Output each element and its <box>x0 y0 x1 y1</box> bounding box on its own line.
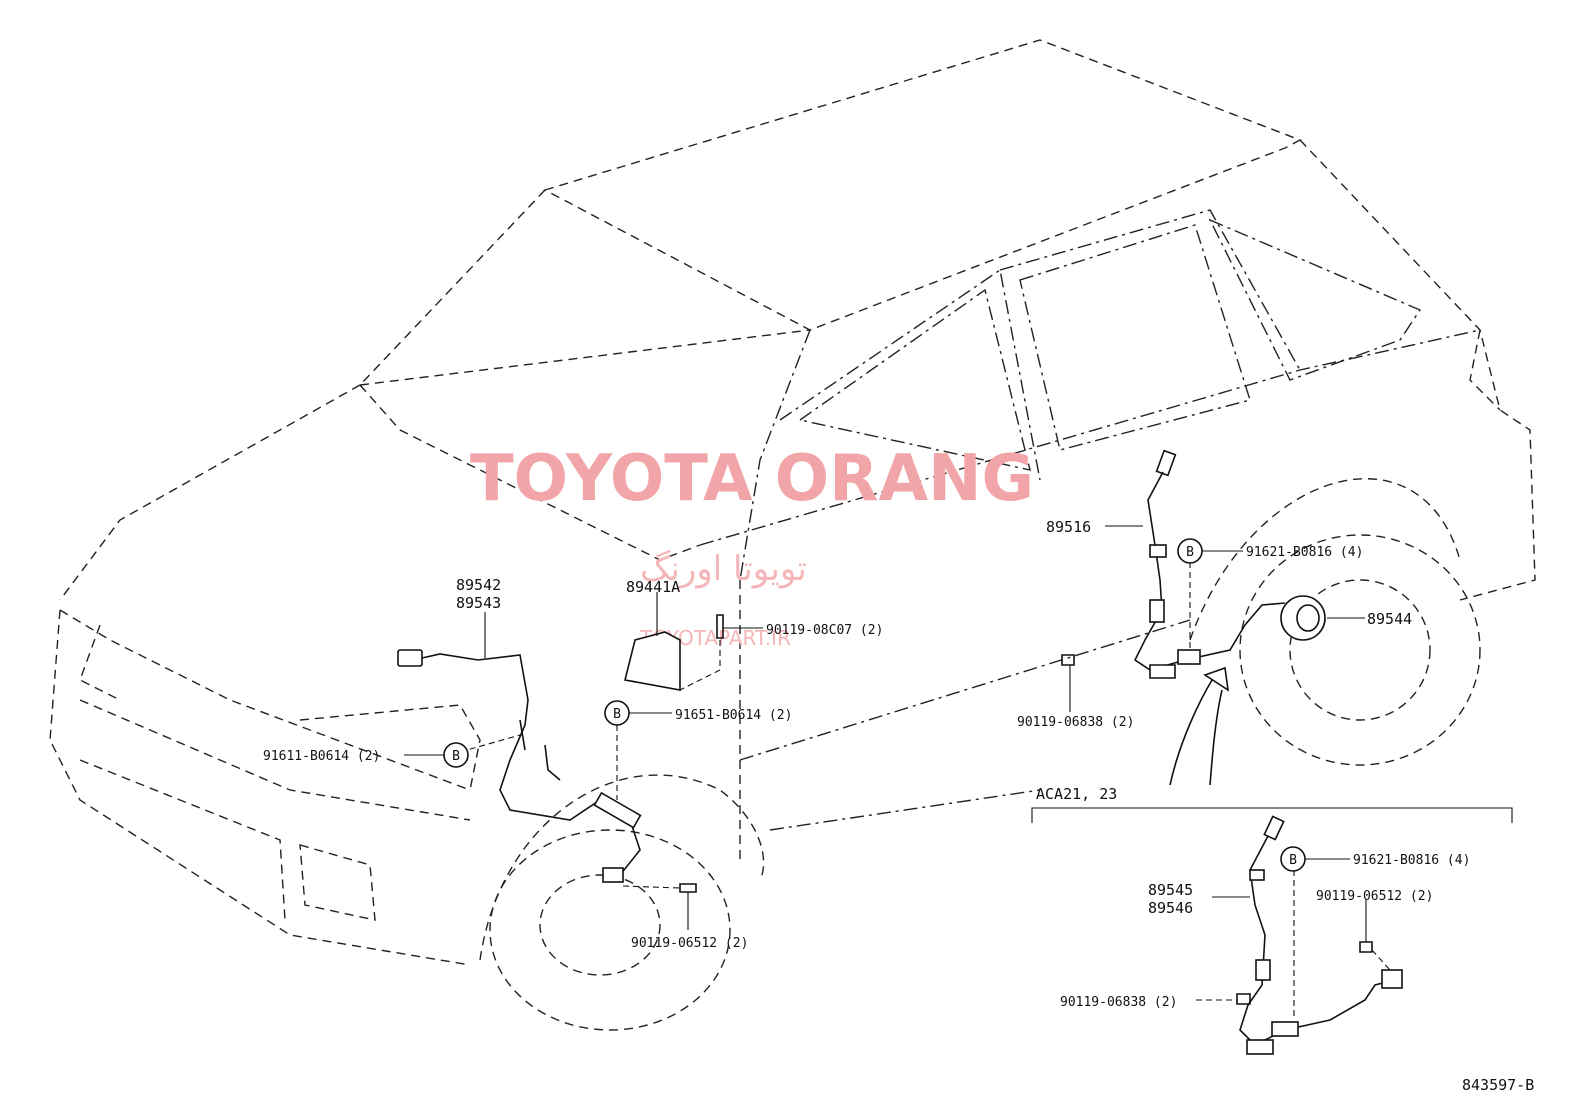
label-90119-08C07: 90119-08C07 (2) <box>766 623 883 638</box>
front-sensor-assembly <box>397 592 763 930</box>
inset-harness-clip <box>1249 869 1265 881</box>
label-89545: 89545 <box>1148 881 1193 899</box>
label-90119-06512-inset: 90119-06512 (2) <box>1316 889 1433 904</box>
front-sensor-connector <box>397 649 423 667</box>
watermark: TOYOTA ORANG تویوتا اورنگ TOYOTAPART.IR <box>470 442 1034 650</box>
callout-b-front-left: B <box>404 742 469 768</box>
label-89544: 89544 <box>1367 610 1412 628</box>
label-variant: ACA21, 23 <box>1036 785 1117 803</box>
rear-harness-bracket <box>1177 649 1201 665</box>
inset-harness-clamp <box>1255 959 1271 981</box>
label-90119-06512-front: 90119-06512 (2) <box>631 936 748 951</box>
svg-text:B: B <box>1289 853 1297 868</box>
rear-harness-clip <box>1149 544 1167 558</box>
label-89516: 89516 <box>1046 518 1091 536</box>
svg-text:B: B <box>1186 545 1194 560</box>
svg-text:B: B <box>613 707 621 722</box>
rear-harness-clamp <box>1149 599 1165 623</box>
label-89543: 89543 <box>456 594 501 612</box>
callout-b-front-mid: B <box>604 700 672 726</box>
label-89542: 89542 <box>456 576 501 594</box>
front-sensor-head <box>602 867 624 883</box>
rear-sensor-assembly <box>1061 449 1365 786</box>
label-90119-06838-main: 90119-06838 (2) <box>1017 715 1134 730</box>
label-89546: 89546 <box>1148 899 1193 917</box>
inset-arrow <box>1203 666 1230 692</box>
svg-text:B: B <box>452 749 460 764</box>
label-91621-B0816-main: 91621-B0816 (4) <box>1246 545 1363 560</box>
label-90119-06838-inset: 90119-06838 (2) <box>1060 995 1177 1010</box>
inset-sensor-head <box>1381 969 1403 989</box>
rear-connector <box>1155 449 1177 477</box>
vehicle-outline <box>49 39 1536 1031</box>
label-89441A: 89441A <box>626 578 680 596</box>
front-harness-clip <box>593 791 642 829</box>
label-91621-B0816-inset: 91621-B0816 (4) <box>1353 853 1470 868</box>
diagram-code: 843597-B <box>1462 1076 1534 1094</box>
inset-harness-bracket <box>1271 1021 1299 1037</box>
watermark-title: TOYOTA ORANG <box>470 442 1034 516</box>
watermark-subtitle: تویوتا اورنگ <box>640 549 807 589</box>
callout-b-rear: B <box>1177 538 1243 564</box>
label-91611-B0614: 91611-B0614 (2) <box>263 749 380 764</box>
inset-aca21-23 <box>1031 807 1513 1055</box>
part-labels: 89542 89543 89441A 90119-08C07 (2) 91651… <box>263 518 1534 1094</box>
sensor-bracket <box>624 631 681 691</box>
callout-b-inset: B <box>1280 846 1350 872</box>
label-91651-B0614: 91651-B0614 (2) <box>675 708 792 723</box>
